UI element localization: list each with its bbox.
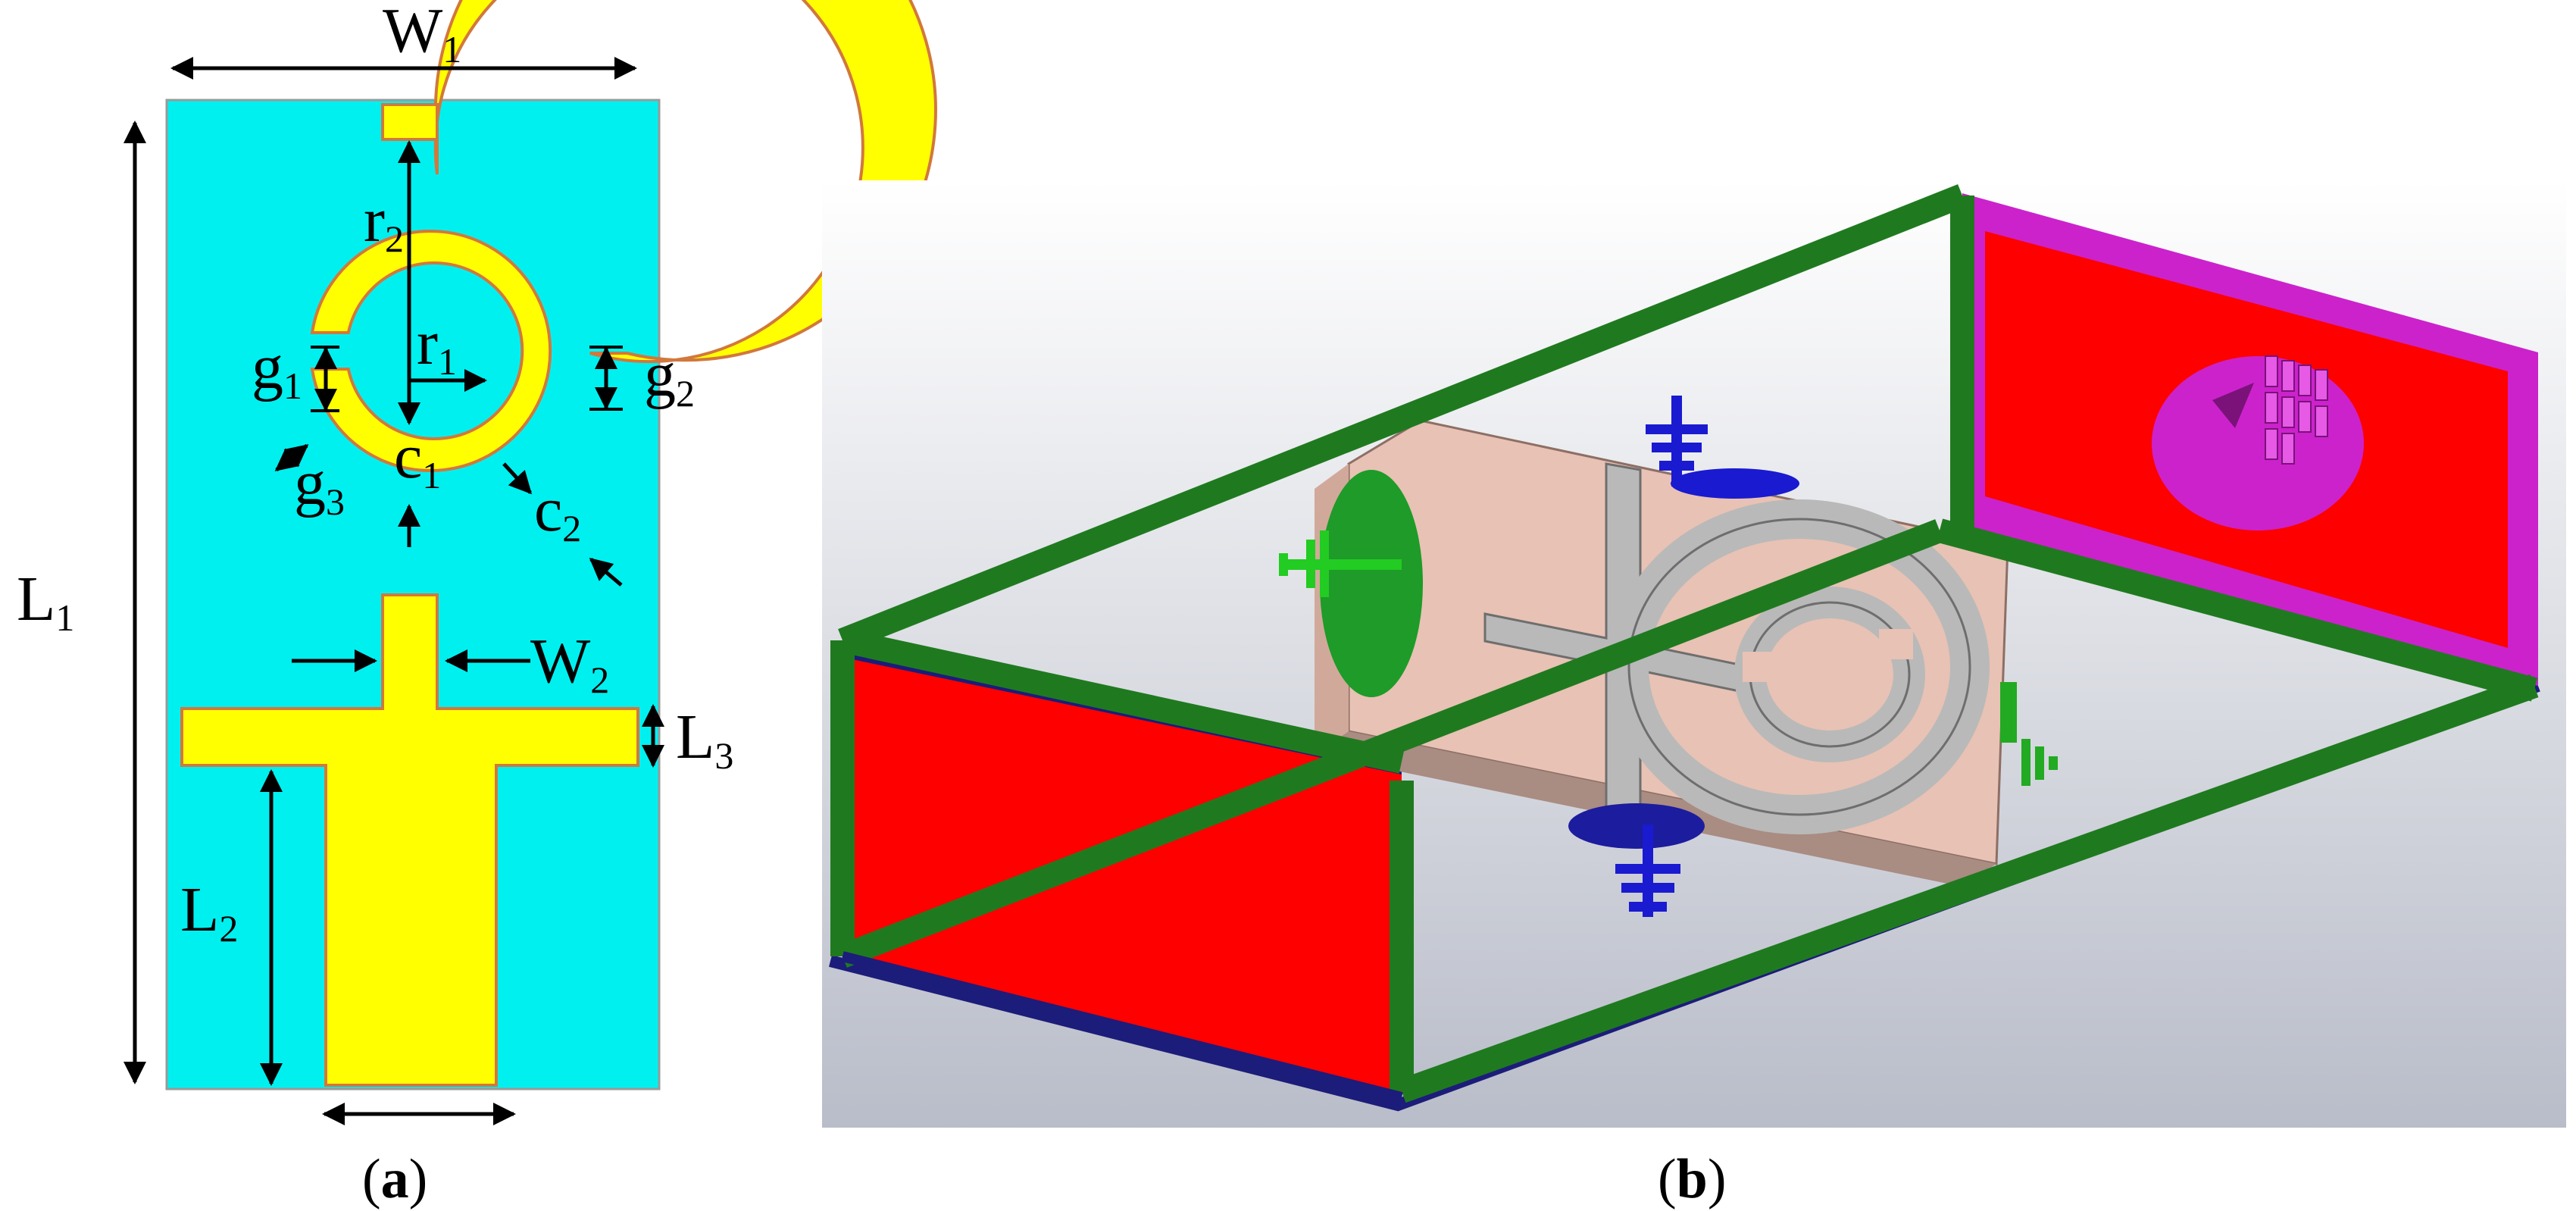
boundary-symbol-left: [1279, 530, 1402, 597]
c2-arrow-upper: [502, 462, 533, 495]
port-mode-arrow-dark: [2212, 383, 2254, 428]
boundary-symbol-top: [1646, 396, 1708, 487]
frame: [830, 184, 2539, 1103]
g1-label: g1: [252, 332, 302, 407]
w2-label: W2: [530, 626, 609, 701]
port-mode-disc: [2152, 356, 2364, 530]
boundary-disc-left: [1320, 470, 1423, 697]
top-stub: [381, 103, 439, 141]
g2-label: g2: [644, 340, 695, 415]
g3-arrow: [274, 444, 309, 471]
panel-b: (b): [822, 180, 2566, 1210]
c1-label: c1: [394, 421, 441, 496]
l3-label: L3: [676, 702, 733, 777]
boundary-symbol-right: [2000, 682, 2058, 786]
frame-left-inner-edge: [841, 951, 1403, 1103]
r1-label: r1: [417, 308, 457, 383]
r2-label: r2: [364, 185, 404, 260]
boundary-disc-top: [1671, 468, 1799, 499]
caption-a: (a): [362, 1148, 427, 1210]
l1-label: L1: [17, 564, 74, 639]
g3-label: g3: [294, 448, 345, 523]
boundary-disc-bottom: [1568, 803, 1705, 849]
caption-b: (b): [1658, 1148, 1726, 1210]
outer-split-ring: [433, 0, 937, 364]
l2-label: L2: [180, 875, 238, 950]
c2-label: c2: [534, 474, 581, 549]
port-face-left: [845, 648, 1402, 1093]
t-feed: [180, 593, 639, 1087]
boundary-symbol-bottom: [1615, 825, 1680, 917]
w1-label: W1: [383, 0, 461, 70]
panel-a: W1 L1 r2 r1 g1 g2 g3 c1 c2 W2: [17, 0, 937, 1210]
c2-arrow-lower: [589, 558, 623, 587]
port-mode-arrows: [2265, 355, 2328, 465]
